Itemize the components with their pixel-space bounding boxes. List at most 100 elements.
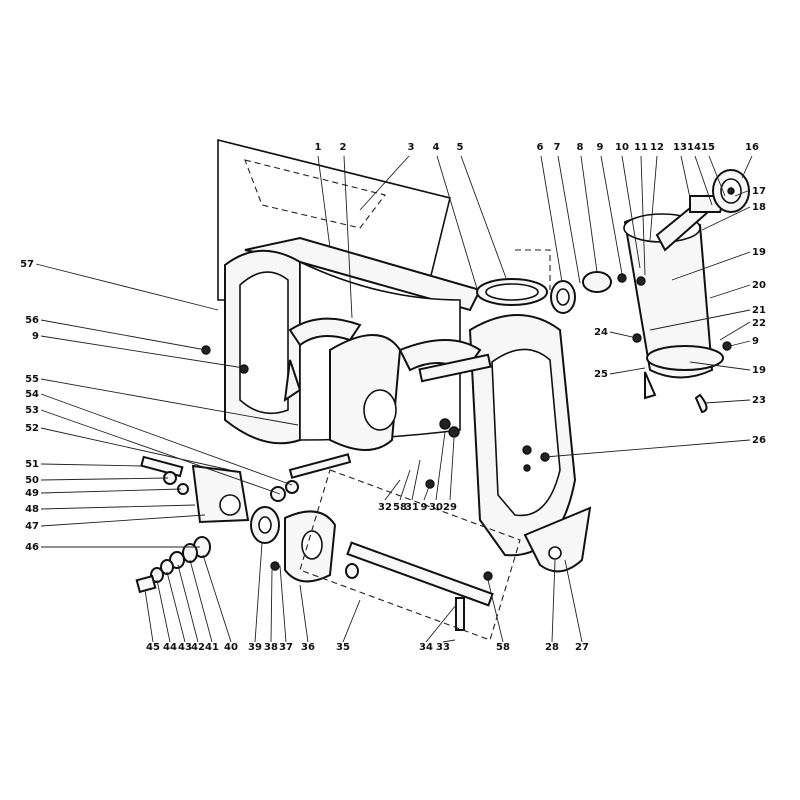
callout-label: 9 [597,142,604,153]
leader-line [40,378,299,426]
leader-line [202,554,232,643]
callout-label: 38 [264,642,278,653]
leader-line [279,565,287,643]
leader-line [708,155,726,197]
leader-line [425,604,457,643]
callout-label: 42 [191,642,205,653]
leader-line [399,469,411,501]
leader-line [166,571,186,643]
callout-label: 25 [594,369,608,380]
leader-line [544,439,751,458]
callout-label: 7 [554,142,561,153]
callout-label: 57 [20,259,34,270]
callout-label: 6 [537,142,544,153]
callout-label: 34 [419,642,433,653]
leader-line [35,263,219,311]
callout-label: 30 [429,502,443,513]
callout-label: 46 [25,542,39,553]
leader-line [40,335,245,369]
callout-label: 45 [146,642,160,653]
leader-line [580,155,598,273]
leader-line [144,589,154,643]
callout-label: 12 [650,142,664,153]
callout-label: 9 [32,331,39,342]
callout-label: 47 [25,521,39,532]
callout-label: 33 [436,642,450,653]
callout-label: 9 [752,336,759,347]
leader-line [729,340,751,347]
leader-line [741,155,753,179]
leader-line [701,206,751,231]
leader-line [40,514,206,527]
leader-line [384,479,401,501]
discharge-chute [623,169,750,414]
callout-label: 8 [577,142,584,153]
leader-line [177,564,199,643]
callout-label: 43 [178,642,192,653]
callout-label: 10 [615,142,629,153]
leader-line [189,559,213,643]
callout-label: 54 [25,389,39,400]
leader-line [671,251,751,281]
leader-line [423,483,431,501]
leader-line [551,559,556,643]
leader-line [40,427,231,471]
callout-label: 41 [205,642,219,653]
leader-line [460,155,507,279]
bearing-group-upper [550,271,646,314]
leader-line [709,284,751,299]
callout-label: 52 [25,423,39,434]
callout-label: 9 [421,502,428,513]
callout-label: 16 [745,142,759,153]
callout-label: 5 [457,142,464,153]
leader-line [299,584,309,643]
gearbox-assembly [135,453,352,594]
leader-line [359,155,410,211]
callout-label: 23 [752,395,766,406]
callout-label: 56 [25,315,39,326]
auger-assembly [283,317,492,451]
callout-label: 1 [315,142,322,153]
skid-shoe [523,506,592,573]
leader-line [436,155,479,293]
leader-line [621,155,641,269]
callout-label: 19 [752,247,766,258]
callout-label: 20 [752,280,766,291]
leader-line [156,579,171,643]
leader-line [540,155,563,283]
callout-label: 31 [405,502,419,513]
leader-line [270,569,273,643]
callout-label: 55 [25,374,39,385]
callout-label: 50 [25,475,39,486]
callout-label: 24 [594,327,608,338]
callout-label: 2 [340,142,347,153]
leader-lines [35,155,753,643]
leader-line [564,559,583,643]
hardware-bolts [201,333,732,581]
leader-line [680,155,691,199]
leader-line [649,155,658,241]
auger-housing [224,236,577,557]
callout-label: 11 [634,142,648,153]
leader-line [487,579,504,643]
callout-label: 44 [163,642,177,653]
callout-label: 58 [393,502,407,513]
leader-line [719,321,751,341]
leader-line [694,155,713,206]
callout-label: 21 [752,305,766,316]
leader-line [40,463,143,467]
callout-label: 3 [408,142,415,153]
leader-line [689,361,751,371]
callout-label: 4 [433,142,440,153]
leader-line [609,331,638,339]
leader-line [649,309,751,331]
callout-label: 40 [224,642,238,653]
callout-label: 32 [378,502,392,513]
leader-line [40,488,182,494]
leader-line [40,477,169,481]
callout-label: 18 [752,202,766,213]
leader-line [442,639,456,643]
callout-label: 29 [443,502,457,513]
leader-line [449,437,455,501]
